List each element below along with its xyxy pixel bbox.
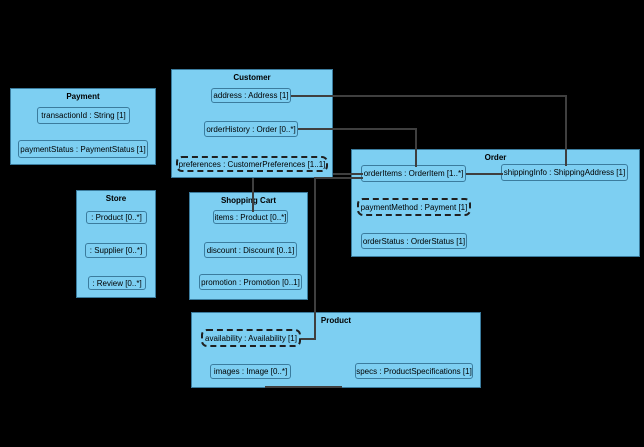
attribute-box[interactable]: paymentMethod : Payment [1] xyxy=(357,198,471,216)
class-box-order[interactable]: Order orderItems : OrderItem [1..*] shippi… xyxy=(351,149,640,257)
attribute-label: address : Address [1] xyxy=(213,91,289,100)
attribute-box[interactable]: : Supplier [0..*] xyxy=(85,243,147,258)
attribute-label: : Product [0..*] xyxy=(91,213,142,222)
class-title-customer: Customer xyxy=(233,73,271,82)
edge-orderitems-to-availability xyxy=(314,177,316,340)
class-title-store: Store xyxy=(105,194,127,203)
attribute-label: orderStatus : OrderStatus [1] xyxy=(362,236,466,246)
attribute-label: orderItems : OrderItem [1..*] xyxy=(363,169,464,178)
class-box-shopping-cart[interactable]: Shopping Cart items : Product [0..*] disco… xyxy=(189,192,308,300)
attribute-label: preferences : CustomerPreferences [1..1] xyxy=(178,159,326,169)
edge-orderitems-to-availability xyxy=(314,177,363,179)
attribute-label: specs : ProductSpecifications [1] xyxy=(356,366,472,376)
edge-customer-to-orderitems xyxy=(333,173,363,175)
attribute-label: promotion : Promotion [0..1] xyxy=(201,277,300,287)
attribute-label: orderHistory : Order [0..*] xyxy=(206,124,296,134)
attribute-label: shippingInfo : ShippingAddress [1] xyxy=(503,168,626,177)
class-title-payment: Payment xyxy=(66,92,100,101)
attribute-box[interactable]: orderItems : OrderItem [1..*] xyxy=(361,165,466,182)
attribute-box[interactable]: address : Address [1] xyxy=(211,88,291,103)
edge-address-to-shippinginfo xyxy=(565,95,567,166)
attribute-box[interactable]: availability : Availability [1] xyxy=(201,329,301,347)
attribute-label: : Review [0..*] xyxy=(92,278,142,288)
edge-customer-to-cart-items xyxy=(252,178,254,212)
attribute-box[interactable]: shippingInfo : ShippingAddress [1] xyxy=(501,164,628,181)
attribute-label: availability : Availability [1] xyxy=(205,333,297,343)
edge-product-bottom-segment xyxy=(265,386,342,388)
class-box-store[interactable]: Store : Product [0..*] : Supplier [0..*] : … xyxy=(76,190,156,298)
attribute-box[interactable]: items : Product [0..*] xyxy=(213,210,288,224)
attribute-box[interactable]: promotion : Promotion [0..1] xyxy=(199,274,302,290)
class-title-order: Order xyxy=(484,153,507,162)
attribute-box[interactable]: orderHistory : Order [0..*] xyxy=(204,121,298,137)
class-title-shopping-cart: Shopping Cart xyxy=(220,196,277,205)
attribute-box[interactable]: specs : ProductSpecifications [1] xyxy=(355,363,473,379)
attribute-box[interactable]: paymentStatus : PaymentStatus [1] xyxy=(18,140,148,158)
edge-orderitems-to-availability xyxy=(301,338,316,340)
edge-address-to-shippinginfo xyxy=(291,95,567,97)
attribute-label: : Supplier [0..*] xyxy=(89,246,143,255)
attribute-box[interactable]: : Product [0..*] xyxy=(86,211,147,224)
class-box-customer[interactable]: Customer address : Address [1] orderHistor… xyxy=(171,69,333,178)
edge-orderhistory-to-orderitems xyxy=(415,128,417,167)
attribute-box[interactable]: orderStatus : OrderStatus [1] xyxy=(361,233,467,249)
attribute-label: paymentStatus : PaymentStatus [1] xyxy=(20,144,146,154)
attribute-box[interactable]: : Review [0..*] xyxy=(88,276,146,290)
edge-orderhistory-to-orderitems xyxy=(298,128,417,130)
attribute-label: discount : Discount [0..1] xyxy=(206,245,295,255)
class-box-product[interactable]: Product availability : Availability [1] im… xyxy=(191,312,481,388)
attribute-box[interactable]: transactionId : String [1] xyxy=(37,107,130,124)
edge-orderitems-to-shippinginfo xyxy=(466,173,503,175)
attribute-label: items : Product [0..*] xyxy=(214,212,287,222)
attribute-box[interactable]: images : Image [0..*] xyxy=(210,364,291,379)
class-box-payment[interactable]: Payment transactionId : String [1] payment… xyxy=(10,88,156,165)
class-title-product: Product xyxy=(320,316,352,325)
attribute-label: images : Image [0..*] xyxy=(213,367,288,376)
attribute-box[interactable]: discount : Discount [0..1] xyxy=(204,242,297,258)
attribute-label: paymentMethod : Payment [1] xyxy=(360,202,468,212)
attribute-box[interactable]: preferences : CustomerPreferences [1..1] xyxy=(176,156,328,172)
attribute-label: transactionId : String [1] xyxy=(41,111,126,120)
